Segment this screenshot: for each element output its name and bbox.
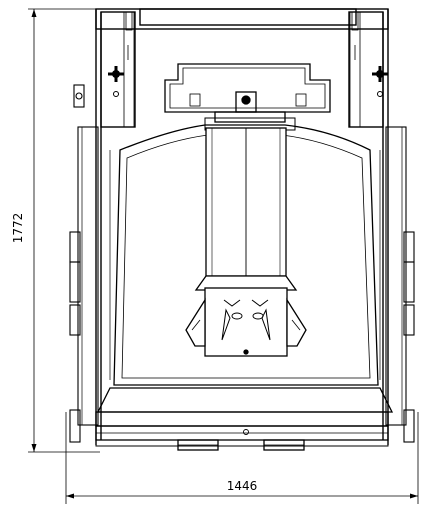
mount-symbol-left bbox=[108, 66, 124, 82]
top-connector bbox=[204, 91, 296, 131]
outlet-assembly bbox=[185, 287, 307, 357]
width-arrow-right bbox=[410, 493, 418, 499]
height-arrow-bottom bbox=[31, 444, 37, 452]
upper-bracket bbox=[164, 63, 331, 113]
height-dimension-label: 1772 bbox=[11, 213, 25, 244]
width-dimension-label: 1446 bbox=[227, 479, 258, 493]
mount-symbol-right bbox=[372, 66, 388, 82]
width-dimension bbox=[65, 412, 419, 504]
feet bbox=[177, 439, 305, 451]
top-slot-left bbox=[125, 11, 133, 31]
height-dimension bbox=[28, 8, 100, 453]
central-chute bbox=[194, 127, 298, 291]
width-arrow-left bbox=[66, 493, 74, 499]
side-rails bbox=[69, 84, 415, 443]
top-slot-right bbox=[351, 11, 359, 31]
outer-frame bbox=[95, 8, 389, 445]
base-tray bbox=[95, 387, 394, 447]
height-arrow-top bbox=[31, 9, 37, 17]
mount-hole-right bbox=[377, 91, 383, 97]
mount-hole-left bbox=[113, 91, 119, 97]
